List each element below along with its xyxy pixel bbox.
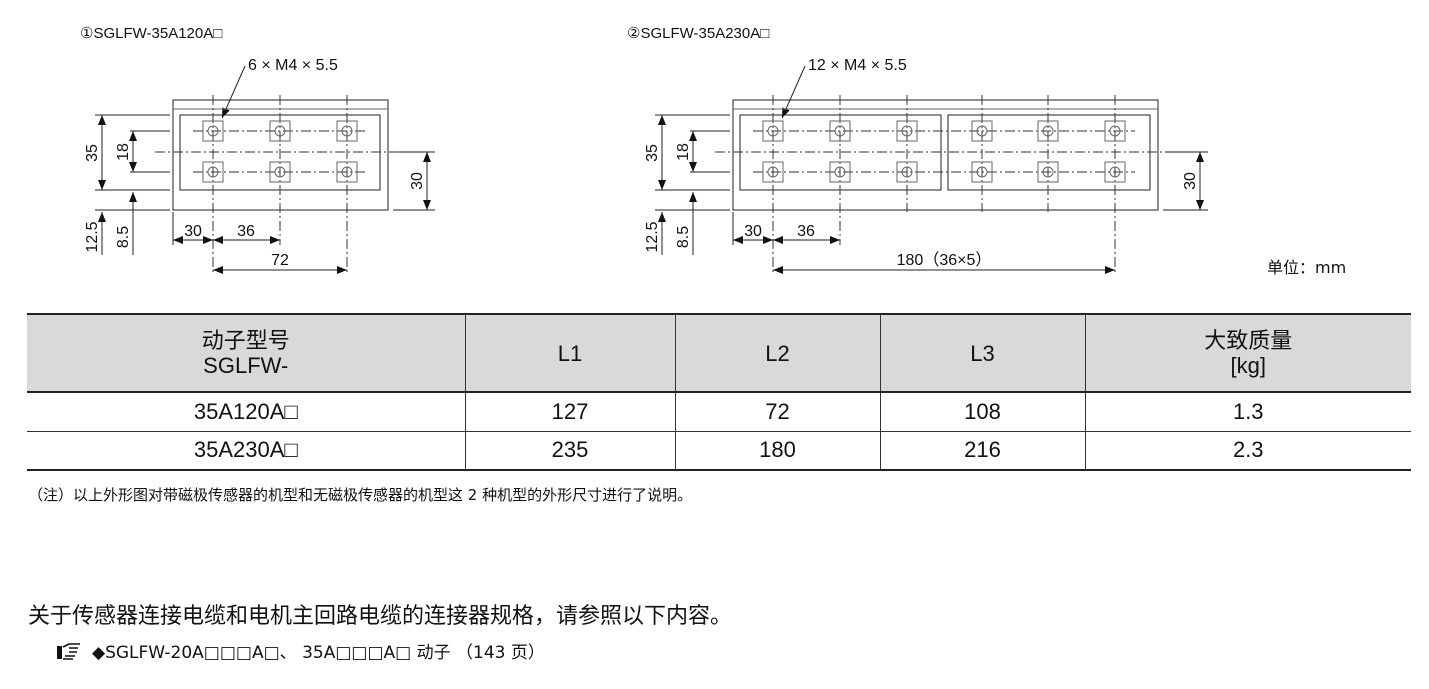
dim-30-vertical: 30	[409, 172, 426, 190]
dimension-drawings: ①SGLFW-35A120A□ 6 × M4 × 5.5 35 18 30 12…	[80, 25, 1208, 275]
dim-8-5: 8.5	[115, 226, 132, 248]
drawing-1: ①SGLFW-35A120A□ 6 × M4 × 5.5 35 18 30 12…	[80, 25, 435, 275]
drawing-2: ②SGLFW-35A230A□ 12 × M4 × 5.5 35 18 30 1…	[627, 25, 1208, 275]
footnote: （注）以上外形图对带磁极传感器的机型和无磁极传感器的机型这 2 种机型的外形尺寸…	[28, 486, 693, 504]
dim-12-5: 12.5	[84, 221, 101, 252]
mounting-hole	[1037, 120, 1059, 142]
mounting-hole	[971, 120, 993, 142]
table-cell: 35A230A□	[193, 437, 298, 463]
drawing-1-title: ①SGLFW-35A120A□	[80, 25, 222, 42]
header-line: L2	[765, 340, 790, 366]
dim-35: 35	[644, 144, 661, 162]
dim-30: 30	[744, 223, 762, 240]
hole-spec-1: 6 × M4 × 5.5	[248, 57, 338, 74]
table-cell: 72	[674, 392, 880, 431]
mounting-hole	[269, 120, 291, 142]
column-header: L2	[674, 314, 880, 392]
table-cell: 216	[879, 431, 1085, 470]
column-header: L1	[464, 314, 675, 392]
table-cell: 35A120A□	[193, 398, 298, 424]
dim-30-vertical: 30	[1182, 172, 1199, 190]
mounting-hole	[829, 161, 851, 183]
dim-35: 35	[84, 144, 101, 162]
reference-text: 关于传感器连接电缆和电机主回路电缆的连接器规格，请参照以下内容。	[28, 604, 733, 629]
dim-72: 72	[271, 252, 289, 269]
mounting-hole	[1104, 161, 1126, 183]
dim-30: 30	[184, 223, 202, 240]
mounting-hole	[336, 120, 358, 142]
table-cell: 127	[464, 392, 675, 431]
dim-18: 18	[675, 143, 692, 161]
column-header: L3	[879, 314, 1085, 392]
mounting-hole	[829, 120, 851, 142]
mounting-hole	[762, 120, 784, 142]
mounting-hole	[1104, 120, 1126, 142]
table-cell: 180	[674, 431, 880, 470]
pointing-hand-icon	[57, 642, 80, 660]
hole-spec-2: 12 × M4 × 5.5	[808, 57, 907, 74]
dim-8-5: 8.5	[675, 226, 692, 248]
mounting-hole	[971, 161, 993, 183]
page-reference-link[interactable]: ◆SGLFW-20A□□□A□、 35A□□□A□ 动子 （143 页）	[56, 638, 545, 663]
mounting-hole	[336, 161, 358, 183]
header-line: L3	[970, 340, 995, 366]
header-line: L1	[557, 340, 583, 366]
mounting-hole	[896, 161, 918, 183]
header-line: SGLFW-	[203, 353, 289, 378]
link-text[interactable]: ◆SGLFW-20A□□□A□、 35A□□□A□ 动子 （143 页）	[92, 643, 545, 663]
mounting-hole	[202, 161, 224, 183]
table-cell: 108	[879, 392, 1085, 431]
mounting-hole	[1037, 161, 1059, 183]
dim-12-5: 12.5	[644, 221, 661, 252]
dim-180: 180（36×5）	[897, 251, 992, 269]
dim-18: 18	[115, 143, 132, 161]
table-cell: 2.3	[1084, 431, 1411, 470]
mounting-hole	[269, 161, 291, 183]
header-line: 动子型号	[201, 328, 290, 353]
mounting-hole	[202, 120, 224, 142]
dim-36: 36	[797, 223, 815, 240]
column-header: 大致质量[kg]	[1084, 314, 1411, 392]
unit-label: 单位：mm	[1267, 258, 1347, 277]
table-cell: 235	[464, 431, 675, 470]
mounting-hole	[762, 161, 784, 183]
header-line: [kg]	[1230, 353, 1266, 378]
drawing-2-title: ②SGLFW-35A230A□	[627, 25, 769, 42]
dim-36: 36	[237, 223, 255, 240]
table-cell: 1.3	[1084, 392, 1411, 431]
mounting-hole	[896, 120, 918, 142]
header-line: 大致质量	[1204, 328, 1293, 353]
